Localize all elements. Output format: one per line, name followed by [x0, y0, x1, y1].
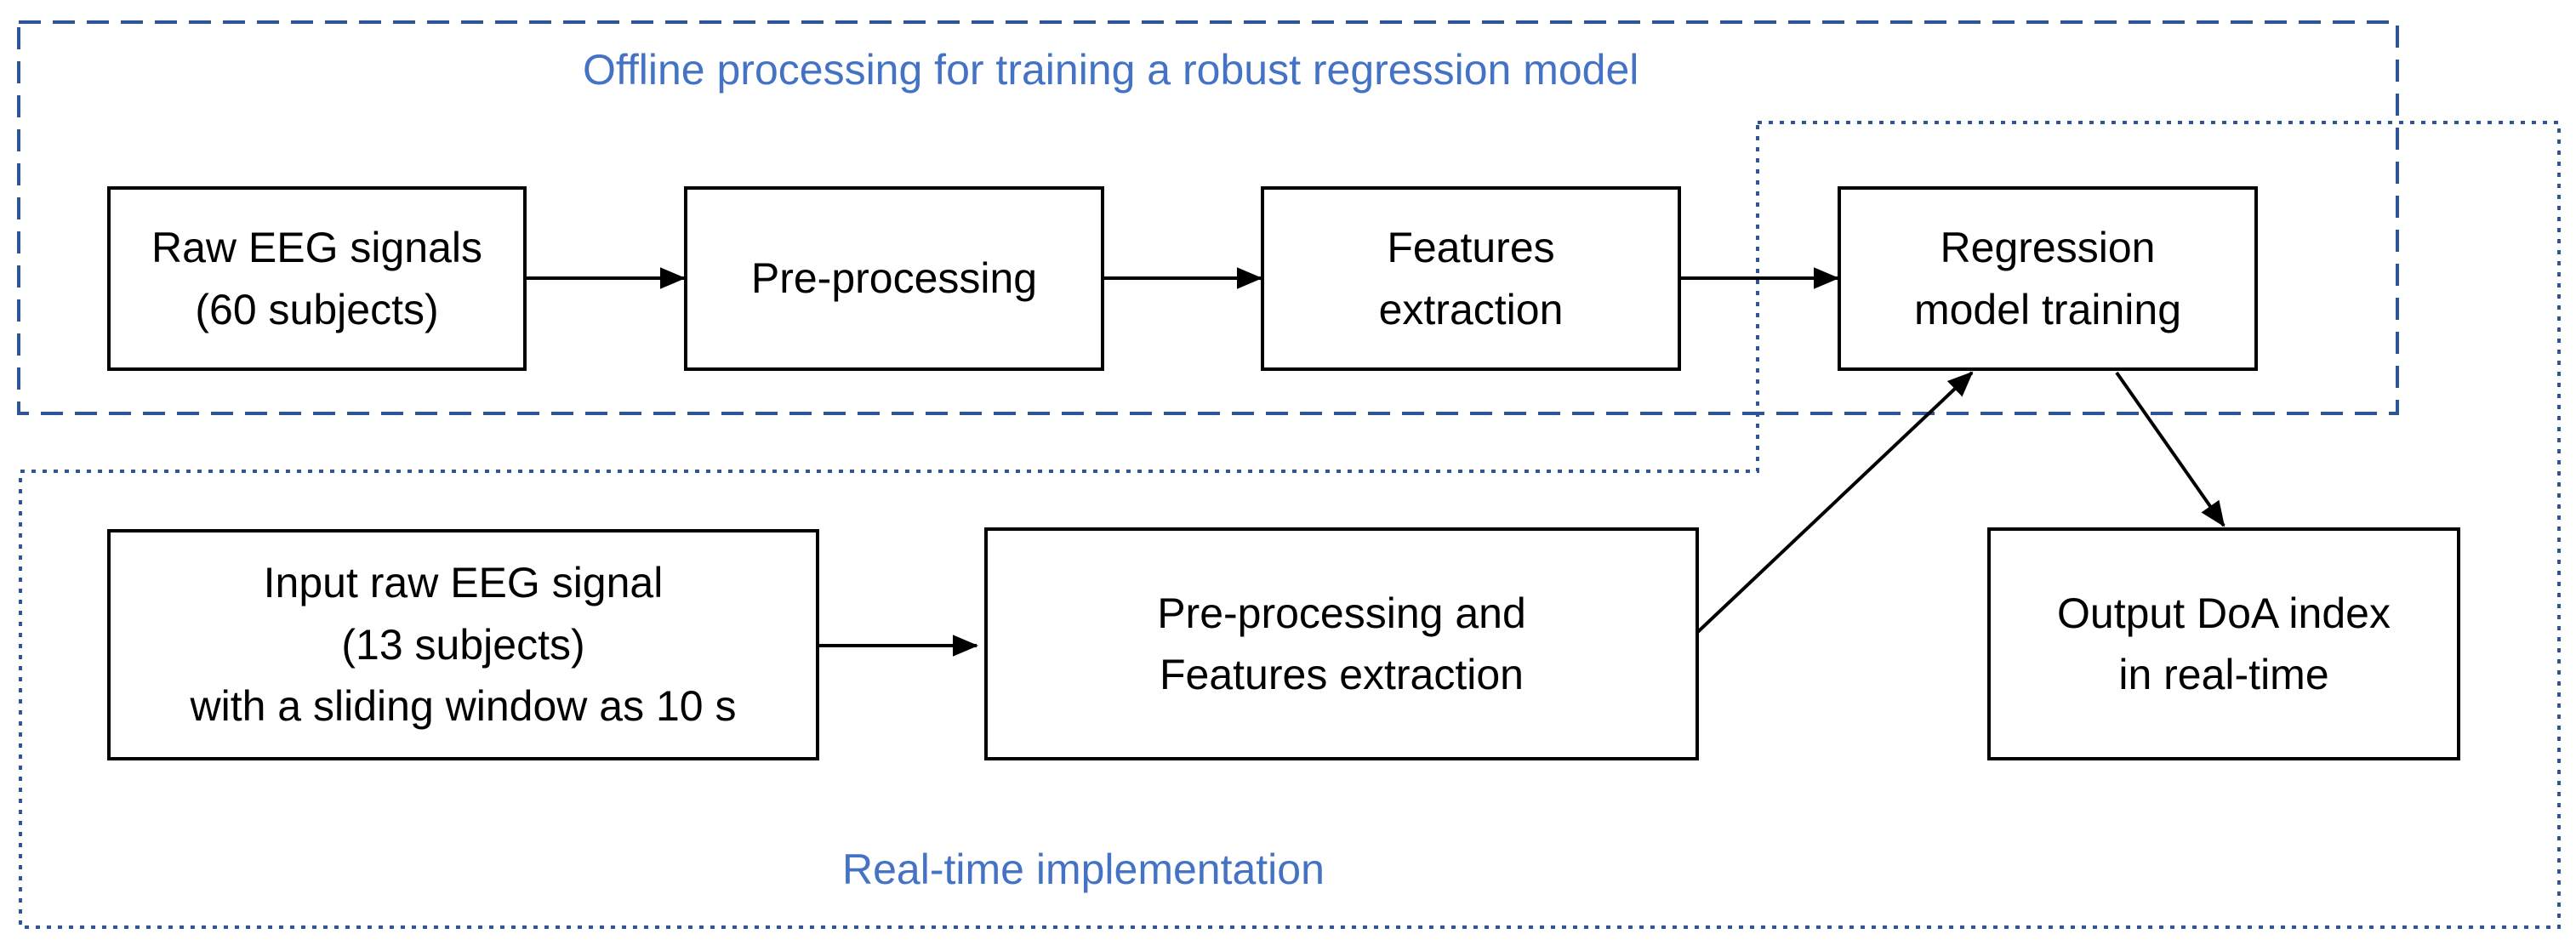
input-raw-line-2: (13 subjects) — [341, 620, 585, 669]
preproc-features-line-2: Features extraction — [1160, 651, 1524, 698]
input-raw-line-1: Input raw EEG signal — [263, 559, 664, 607]
output-line-1: Output DoA index — [2057, 589, 2391, 637]
output-line-2: in real-time — [2118, 651, 2329, 698]
preprocessing-line-1: Pre-processing — [750, 254, 1038, 303]
input-raw-line-3: with a sliding window as 10 s — [190, 682, 737, 731]
raw-eeg-signals-line-2: (60 subjects) — [195, 285, 439, 333]
arrow-preproc-features-to-regression — [1686, 371, 1974, 643]
preprocessing-and-features-box: Pre-processing and Features extraction — [984, 527, 1699, 760]
raw-eeg-signals-line-1: Raw EEG signals — [151, 224, 483, 271]
features-extraction-line-1: Features — [1387, 224, 1555, 271]
regression-line-1: Regression — [1940, 224, 2156, 271]
regression-model-training-box: Regression model training — [1838, 186, 2258, 371]
offline-group-label: Offline processing for training a robust… — [583, 46, 1639, 94]
features-extraction-line-2: extraction — [1378, 285, 1564, 333]
raw-eeg-signals-box: Raw EEG signals (60 subjects) — [107, 186, 527, 371]
arrow-regression-to-output — [2115, 371, 2226, 527]
features-extraction-box: Features extraction — [1261, 186, 1681, 371]
realtime-group-label: Real-time implementation — [842, 846, 1325, 893]
preproc-features-line-1: Pre-processing and — [1157, 589, 1526, 637]
preprocessing-box: Pre-processing — [684, 186, 1104, 371]
input-raw-eeg-signal-box: Input raw EEG signal (13 subjects) with … — [107, 529, 819, 760]
offline-group-border — [17, 20, 2399, 415]
regression-line-2: model training — [1913, 285, 2182, 333]
output-doa-index-box: Output DoA index in real-time — [1987, 527, 2460, 760]
realtime-group-border — [19, 121, 2561, 929]
